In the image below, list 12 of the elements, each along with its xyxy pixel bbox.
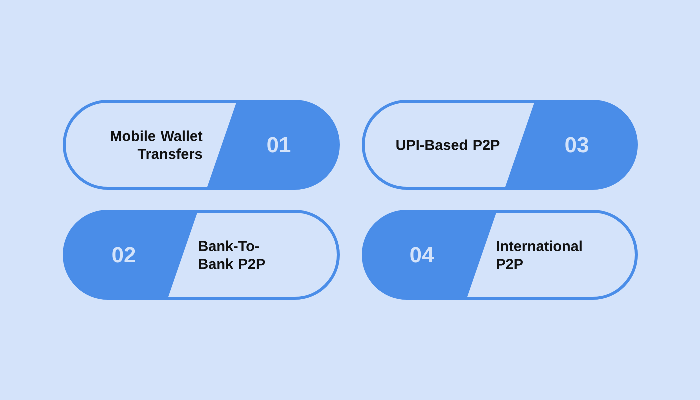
card-title: International P2P — [497, 240, 582, 270]
pill-card — [362, 100, 638, 190]
card-title: UPI-Based P2P — [396, 140, 500, 150]
step-number: 01 — [268, 137, 291, 153]
card-title: Mobile Wallet Transfers — [111, 130, 203, 160]
step-number: 04 — [410, 247, 434, 263]
step-number: 02 — [112, 247, 136, 263]
card-title: Bank-To- Bank P2P — [199, 240, 266, 270]
pill-card — [362, 210, 638, 300]
pill-card — [63, 210, 340, 300]
step-number: 03 — [566, 137, 588, 153]
pill-card — [63, 100, 340, 190]
